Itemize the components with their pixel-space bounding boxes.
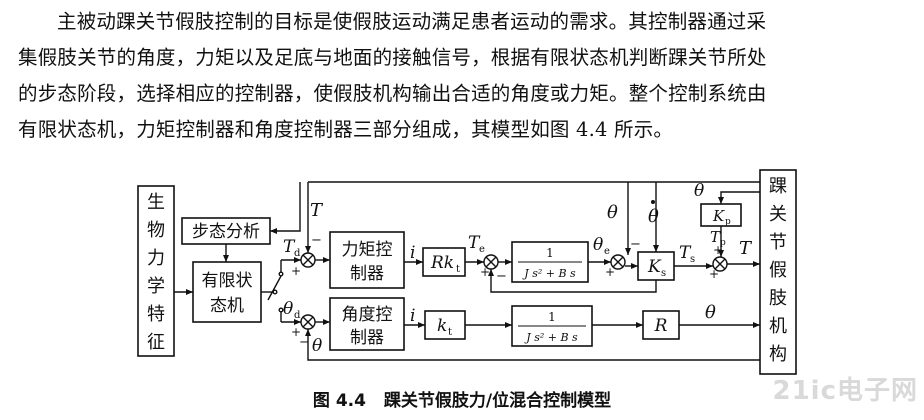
kt-gain-block: k t [424,310,466,340]
label-i: i [410,306,415,326]
paragraph-line: 主被动踝关节假肢控制的目标是使假肢运动满足患者运动的需求。其控制器通过采 [57,10,767,33]
svg-text:+: + [291,325,301,339]
svg-text:构: 构 [769,344,787,365]
label-theta-feedback: θ [312,336,322,356]
svg-text:机: 机 [769,316,787,337]
svg-text:J s² + B s: J s² + B s [522,267,576,280]
figure-caption: 图 4.4 踝关节假肢力/位混合控制模型 [0,386,924,411]
svg-text:d: d [294,248,301,259]
svg-text:1: 1 [548,310,556,324]
biomechanics-block: 生 物 力 学 特 征 [137,185,175,357]
label-theta: θ [607,202,618,223]
angle-controller-block: 角度控 制器 [329,297,405,351]
paragraph-line: 的步态阶段，选择相应的控制器，使假肢机构输出合适的角度或力矩。整个控制系统由 [18,82,767,105]
svg-text:e: e [604,246,610,257]
ks-gain-block: K s [637,251,675,281]
svg-text:R: R [654,316,668,336]
signal-lines [174,181,760,361]
svg-text:制器: 制器 [350,264,384,284]
svg-text:力矩控: 力矩控 [342,240,393,260]
label-i: i [410,243,415,263]
svg-text:k: k [437,316,447,336]
label-theta-out: θ [705,302,716,323]
svg-text:t: t [448,327,452,338]
svg-text:K: K [712,207,725,225]
svg-text:假: 假 [769,260,787,281]
svg-text:−: − [630,237,641,252]
svg-text:+: + [713,243,723,257]
svg-text:d: d [294,310,301,321]
paragraph-line: 集假肢关节的角度，力矩以及足底与地面的接触信号，根据有限状态机判断踝关节所处 [18,46,767,69]
ankle-prosthesis-block: 踝 关 节 假 肢 机 构 [759,169,797,375]
watermark: 21ic电子网 [772,376,918,406]
svg-text:−: − [299,335,310,350]
bio-char: 生 [147,192,165,213]
label-theta-d: θ [283,299,293,319]
label-theta-e: θ [593,235,603,255]
svg-text:肢: 肢 [769,288,787,309]
svg-text:K: K [647,257,662,277]
finite-state-machine-block: 有限状 态机 [192,261,262,323]
svg-text:J s² + B s: J s² + B s [524,331,578,344]
kp-gain-block: K p [700,203,742,227]
transfer-function-e-block: 1 J s² + B s [511,241,589,283]
svg-text:态机: 态机 [210,296,244,316]
body-paragraph: 主被动踝关节假肢控制的目标是使假肢运动满足患者运动的需求。其控制器通过采 集假肢… [18,4,908,148]
paragraph-line: 有限状态机，力矩控制器和角度控制器三部分组成，其模型如图 4.4 所示。 [18,118,674,141]
svg-text:p: p [720,238,726,248]
bio-char: 征 [147,332,165,353]
label-Td: T [283,237,296,257]
svg-text:e: e [479,244,485,255]
svg-text:+: + [709,267,719,281]
svg-text:有限状: 有限状 [202,271,253,291]
svg-text:s: s [661,268,666,279]
label-Te: T [468,233,481,253]
label-theta-dot: θ [648,206,659,227]
svg-text:t: t [456,264,460,275]
label-T: T [310,200,324,221]
svg-text:+: + [480,265,490,279]
svg-text:+: + [605,265,615,279]
torque-controller-block: 力矩控 制器 [329,231,405,289]
label-Ts: T [679,243,692,263]
control-block-diagram: 生 物 力 学 特 征 步态分析 有限状 态机 力矩控 制器 角度控 制器 Rk… [137,169,797,375]
signal-labels: T − T d + θ d + − θ i i T e + − θ e + − … [283,181,753,356]
label-T-out: T [739,238,753,259]
svg-text:+: + [291,264,301,278]
figure-number: 图 4.4 [312,391,366,411]
bio-char: 特 [147,304,165,325]
figure-title: 踝关节假肢力/位混合控制模型 [383,391,612,411]
bio-char: 物 [147,220,165,241]
svg-text:Rk: Rk [430,253,454,273]
svg-text:p: p [725,217,731,227]
svg-text:制器: 制器 [350,328,384,348]
svg-text:角度控: 角度控 [342,305,393,325]
bio-char: 力 [147,248,165,269]
label-theta-kp: θ [694,181,704,201]
svg-text:−: − [311,233,322,248]
transfer-function-m-block: 1 J s² + B s [511,305,593,347]
svg-text:−: − [496,269,507,284]
svg-text:1: 1 [546,246,554,260]
gait-analysis-block: 步态分析 [181,217,271,245]
r-gain-block: R [642,310,680,340]
svg-text:关: 关 [769,204,787,225]
svg-text:步态分析: 步态分析 [192,222,260,242]
rk-gain-block: Rk t [422,247,466,277]
svg-text:踝: 踝 [769,176,787,197]
bio-char: 学 [147,276,165,297]
svg-text:节: 节 [769,232,787,253]
label-Tp: T [710,228,721,246]
svg-text:s: s [690,254,695,265]
